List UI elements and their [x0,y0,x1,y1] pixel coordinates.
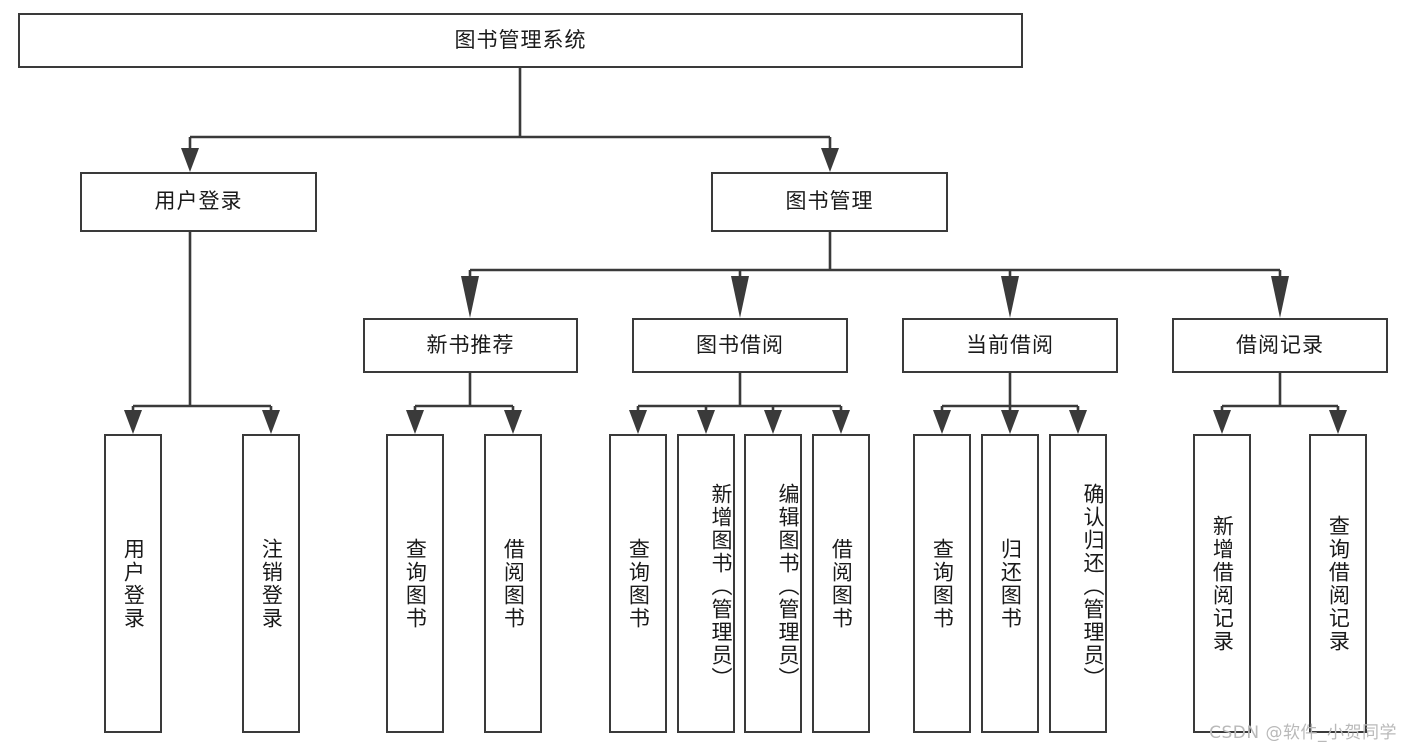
arrow-head-leaf-add-book [697,410,715,434]
arrow-head-book-borrow [731,276,749,318]
node-leaf-user-login-label: 用户登录 [121,537,146,630]
node-borrow-record[interactable]: 借阅记录 [1172,318,1388,373]
node-root[interactable]: 图书管理系统 [18,13,1023,68]
node-leaf-edit-book-label: 编辑图书（管理员） [776,483,800,690]
node-leaf-return-book[interactable]: 归还图书 [981,434,1039,733]
node-leaf-add-record[interactable]: 新增借阅记录 [1193,434,1251,733]
csdn-watermark: CSDN @软件_小贺同学 [1209,723,1397,743]
node-leaf-user-login[interactable]: 用户登录 [104,434,162,733]
arrow-head-leaf-query-book-1 [406,410,424,434]
node-leaf-borrow-book-1-label: 借阅图书 [501,537,526,630]
arrow-head-new-book-recommend [461,276,479,318]
node-new-book-recommend[interactable]: 新书推荐 [363,318,578,373]
node-book-borrow[interactable]: 图书借阅 [632,318,848,373]
arrow-head-book-management [821,148,839,172]
node-book-management-label: 图书管理 [785,189,874,214]
arrow-head-leaf-borrow-book-1 [504,410,522,434]
arrow-head-leaf-borrow-book-2 [832,410,850,434]
node-user-login-label: 用户登录 [154,189,243,214]
node-user-login[interactable]: 用户登录 [80,172,317,232]
arrow-head-user-login [181,148,199,172]
arrow-head-borrow-record [1271,276,1289,318]
arrow-head-leaf-query-book-2 [629,410,647,434]
arrow-head-leaf-query-book-3 [933,410,951,434]
node-leaf-query-book-2[interactable]: 查询图书 [609,434,667,733]
node-leaf-query-book-2-label: 查询图书 [626,537,651,630]
node-leaf-return-book-label: 归还图书 [998,537,1023,630]
node-leaf-confirm-return-label: 确认归还（管理员） [1081,483,1105,690]
arrow-head-leaf-add-record [1213,410,1231,434]
node-root-label: 图书管理系统 [454,27,587,52]
arrow-head-leaf-edit-book [764,410,782,434]
arrow-head-leaf-logout [262,410,280,434]
arrow-head-leaf-user-login [124,410,142,434]
node-leaf-borrow-book-2-label: 借阅图书 [829,537,854,630]
arrow-head-leaf-return-book [1001,410,1019,434]
node-borrow-record-label: 借阅记录 [1236,332,1324,357]
node-leaf-query-book-3[interactable]: 查询图书 [913,434,971,733]
arrow-head-leaf-confirm-return [1069,410,1087,434]
node-current-borrow[interactable]: 当前借阅 [902,318,1118,373]
node-leaf-add-record-label: 新增借阅记录 [1210,514,1235,653]
node-leaf-add-book[interactable]: 新增图书（管理员） [677,434,735,733]
node-new-book-recommend-label: 新书推荐 [426,332,515,357]
node-leaf-query-book-1-label: 查询图书 [403,537,428,630]
node-leaf-confirm-return[interactable]: 确认归还（管理员） [1049,434,1107,733]
node-book-management[interactable]: 图书管理 [711,172,948,232]
node-leaf-borrow-book-1[interactable]: 借阅图书 [484,434,542,733]
node-leaf-edit-book[interactable]: 编辑图书（管理员） [744,434,802,733]
node-leaf-logout[interactable]: 注销登录 [242,434,300,733]
node-leaf-add-book-label: 新增图书（管理员） [709,483,733,690]
node-leaf-logout-label: 注销登录 [259,537,284,630]
node-leaf-borrow-book-2[interactable]: 借阅图书 [812,434,870,733]
node-leaf-query-book-3-label: 查询图书 [930,537,955,630]
node-leaf-query-record-label: 查询借阅记录 [1326,514,1351,653]
arrow-head-current-borrow [1001,276,1019,318]
node-leaf-query-book-1[interactable]: 查询图书 [386,434,444,733]
node-current-borrow-label: 当前借阅 [966,332,1054,357]
node-book-borrow-label: 图书借阅 [696,332,784,357]
node-leaf-query-record[interactable]: 查询借阅记录 [1309,434,1367,733]
arrow-head-leaf-query-record [1329,410,1347,434]
